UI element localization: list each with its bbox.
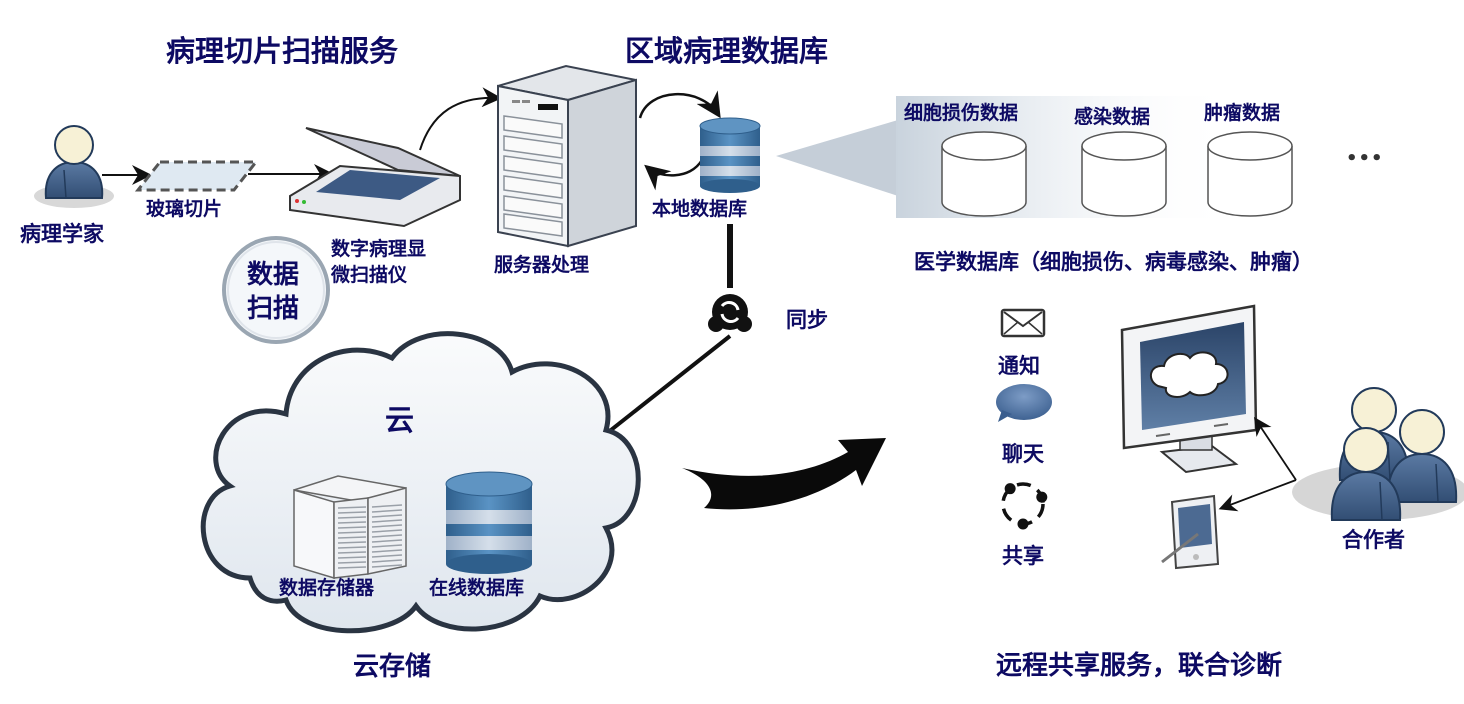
arrow-to-monitor [1254,417,1297,481]
medical-db-cylinder-icon [1207,131,1293,217]
person-icon [1330,427,1402,521]
label-online-db: 在线数据库 [429,577,525,599]
glass-slide-icon [134,160,260,192]
medical-db-cylinder-icon [941,131,1027,217]
label-data-scan-line1: 数据 [247,260,300,290]
service-label-chat: 聊天 [1002,442,1044,466]
label-glass-slide: 玻璃切片 [146,198,223,220]
monitor-icon [1120,304,1258,474]
arrow-to-pda [1218,479,1297,512]
arrow-to-server [419,87,502,151]
cloud-on-screen-icon [1149,351,1229,398]
share-circle-icon [1001,482,1048,530]
medical-db-more-indicator: ••• [1346,148,1384,169]
server-icon [497,64,637,248]
section-title-remote-sharing: 远程共享服务，联合诊断 [996,651,1283,681]
pathologist-icon [34,125,114,208]
cloud-shape [200,331,641,634]
label-sync: 同步 [786,308,828,332]
service-label-notify: 通知 [998,354,1040,378]
collaborators-icon [1292,387,1464,521]
label-collaborators: 合作者 [1342,528,1405,552]
sync-icon [708,294,752,332]
medical-db-item-label: 细胞损伤数据 [904,102,1019,124]
online-database-icon [445,471,533,574]
label-pathologist: 病理学家 [20,222,104,246]
medical-db-cylinder-icon [1081,131,1167,217]
label-scanner-line2: 微扫描仪 [331,264,408,286]
scanner-icon [289,127,461,228]
arrow-server-to-db [638,90,721,119]
arrow-db-to-server [644,159,704,191]
service-label-share: 共享 [1002,544,1044,568]
label-server: 服务器处理 [494,254,590,276]
label-data-storage: 数据存储器 [279,577,375,599]
speech-bubble-icon [996,384,1052,422]
data-scan-badge [222,236,330,344]
medical-db-item-label: 肿瘤数据 [1204,102,1281,124]
envelope-icon [1000,308,1046,338]
pda-icon [1161,494,1220,570]
label-local-db: 本地数据库 [652,198,748,220]
data-storage-icon [293,475,407,580]
section-title-regional-db: 区域病理数据库 [625,34,829,68]
callout-pointer [776,120,898,196]
label-scanner-line1: 数字病理显 [331,238,427,260]
person-icon [1386,409,1458,503]
section-title-cloud-storage: 云存储 [353,652,432,682]
local-database-icon [699,117,761,193]
medical-db-item-label: 感染数据 [1074,106,1151,128]
section-title-slide-scanning: 病理切片扫描服务 [166,34,399,68]
medical-db-caption: 医学数据库（细胞损伤、病毒感染、肿瘤） [914,250,1313,274]
big-share-arrow [682,438,886,510]
label-cloud: 云 [385,403,415,437]
label-data-scan-line2: 扫描 [247,294,300,324]
